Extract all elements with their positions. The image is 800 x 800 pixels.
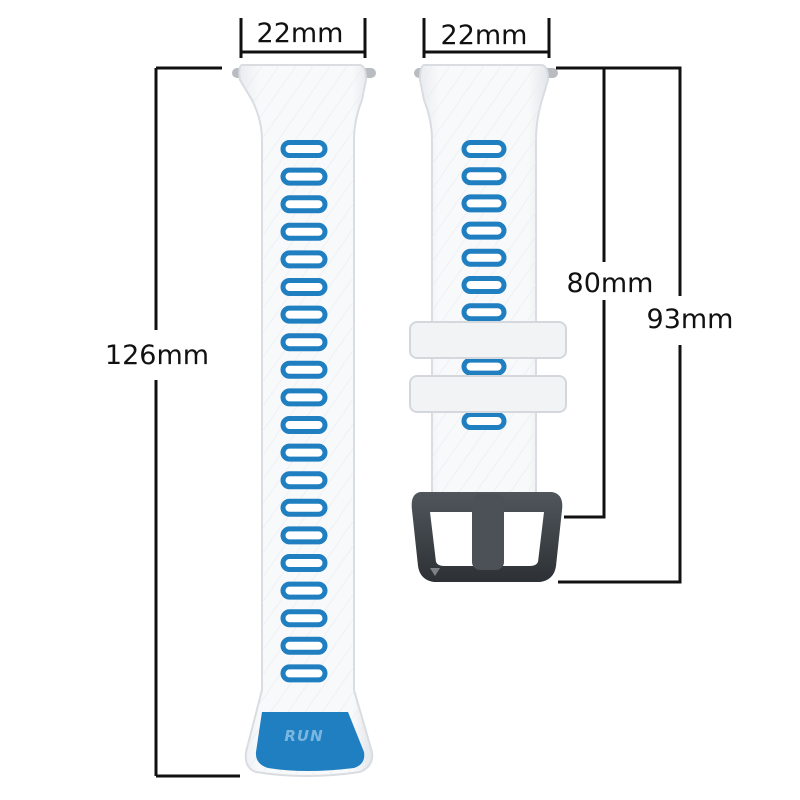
buckle-tongue (472, 494, 504, 570)
left-strap-hole (280, 360, 328, 379)
left-strap-hole (280, 250, 328, 269)
left-strap-hole (280, 140, 328, 158)
right-strap-hole (461, 412, 507, 430)
right-strap (409, 64, 567, 582)
right-strap-hole (461, 248, 507, 267)
left-strap-hole (280, 278, 328, 296)
left-strap-hole (280, 609, 328, 628)
right-strap-hole (461, 140, 507, 158)
left-strap-hole (280, 664, 328, 683)
left-strap-hole (280, 581, 328, 600)
right-width-label: 22mm (441, 20, 528, 51)
right-strap-hole (461, 276, 507, 294)
left-strap-hole (280, 416, 328, 434)
right-strap-hole (461, 303, 507, 322)
right-total-length-label: 93mm (647, 304, 734, 335)
left-length-label: 126mm (105, 340, 209, 371)
left-strap-hole (280, 471, 328, 490)
keeper-loop-lower (409, 375, 567, 413)
left-strap-hole (280, 443, 328, 462)
left-strap-hole (280, 195, 328, 214)
right-strap-hole (461, 167, 507, 186)
left-strap-hole (280, 554, 328, 572)
left-strap-hole (280, 305, 328, 324)
right-inner-length-label: 80mm (567, 268, 654, 299)
keeper-loop-upper (409, 321, 567, 359)
left-strap-hole (280, 498, 328, 517)
right-strap-hole (461, 194, 507, 213)
run-tip-label: RUN (284, 727, 323, 745)
right-strap-hole (461, 221, 507, 240)
dimension-lines (154, 18, 682, 778)
left-strap-hole (280, 526, 328, 545)
left-width-label: 22mm (257, 18, 344, 49)
left-strap-hole (280, 333, 328, 352)
run-tip (255, 712, 365, 771)
left-strap-hole (280, 388, 328, 407)
left-strap-hole (280, 167, 328, 186)
buckle (411, 492, 563, 582)
left-strap-hole (280, 636, 328, 655)
buckle-marker-icon (430, 568, 440, 576)
left-strap-hole (280, 222, 328, 241)
left-hole-row (280, 140, 328, 683)
left-strap: RUN (232, 64, 376, 777)
right-strap-hole (461, 357, 507, 376)
